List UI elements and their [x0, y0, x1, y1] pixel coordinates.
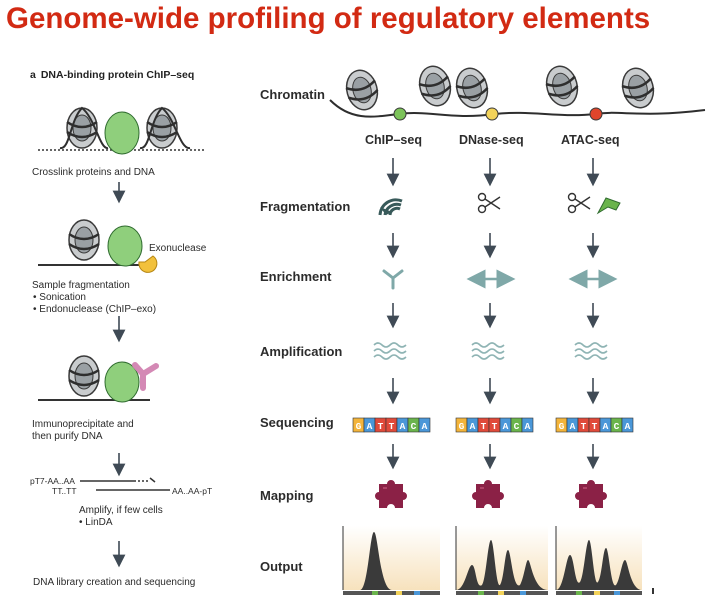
row-label-sequencing: Sequencing	[260, 415, 334, 430]
panel-letter: a	[30, 69, 36, 81]
protein-blob	[107, 225, 143, 267]
sequence-base-letter: A	[470, 421, 476, 432]
sequence-base-letter: A	[603, 421, 609, 432]
panel-a-heading: a DNA-binding protein ChIP–seq	[30, 69, 194, 81]
output-plot-dnase	[455, 526, 548, 595]
protein-blob	[104, 361, 140, 403]
sequence-base-letter: T	[492, 421, 498, 432]
step-immunoprecipitate-label-1: Immunoprecipitate and	[32, 419, 134, 430]
sequence-base-letter: T	[389, 421, 395, 432]
sequence-base-letter: A	[570, 421, 576, 432]
method-label-dnase-seq: DNase-seq	[459, 133, 524, 147]
puzzle-icon	[471, 479, 505, 509]
sequence-base-letter: T	[378, 421, 384, 432]
antibody-y-icon	[132, 362, 159, 391]
step-fragmentation-label: Sample fragmentation	[32, 280, 130, 291]
wavy-lines-icon	[373, 342, 407, 360]
sequence-base-letter: A	[503, 421, 509, 432]
method-label-atac-seq: ATAC-seq	[561, 133, 620, 147]
exonuclease-icon	[138, 255, 158, 273]
panel-a-step3	[38, 354, 159, 403]
panel-a-title: DNA-binding protein ChIP–seq	[40, 69, 195, 81]
row-label-enrichment: Enrichment	[260, 269, 332, 284]
sonication-label: • Sonication	[33, 292, 86, 303]
pt7-top-label: pT7-AA..AA	[30, 476, 75, 486]
pt7-bottom-label: TT..TT	[52, 486, 77, 496]
sonication-waves-icon	[378, 198, 403, 216]
output-plot-chip	[342, 526, 440, 595]
sequence-base-letter: A	[400, 421, 406, 432]
puzzle-icon	[574, 479, 608, 509]
flow-arrows	[386, 158, 600, 470]
step-crosslink-label: Crosslink proteins and DNA	[32, 167, 155, 178]
row-label-fragmentation: Fragmentation	[260, 199, 351, 214]
row-label-output: Output	[260, 559, 303, 574]
sequence-base-letter: A	[367, 421, 373, 432]
pt7-right-label: AA..AA-pT	[172, 486, 213, 496]
panel-a-step4	[80, 477, 170, 491]
antibody-y-icon	[382, 269, 404, 290]
sequence-base-letter: C	[514, 421, 520, 432]
output-plot-atac	[555, 526, 654, 595]
sequence-base-letter: A	[625, 421, 631, 432]
sequence-base-letter: T	[592, 421, 598, 432]
chromatin-strip	[329, 61, 706, 121]
wavy-lines-icon	[574, 342, 608, 360]
sequence-base-letter: C	[411, 421, 417, 432]
page-title: Genome-wide profiling of regulatory elem…	[6, 2, 651, 35]
row-label-amplification: Amplification	[260, 344, 343, 359]
panel-a-step2	[38, 218, 158, 273]
panel-a-step1	[38, 106, 205, 155]
transposase-icon	[596, 197, 621, 215]
method-label-chip-seq: ChIP–seq	[365, 133, 422, 147]
scissors-icon	[477, 192, 501, 214]
step-immunoprecipitate-label-2: then purify DNA	[32, 431, 103, 442]
sequence-base-letter: C	[614, 421, 620, 432]
atac-binding-dot	[589, 107, 603, 121]
lindA-label: • LinDA	[79, 517, 113, 528]
sequence-base-box	[621, 417, 634, 433]
sequence-base-letter: T	[581, 421, 587, 432]
sequence-base-box	[521, 417, 534, 433]
step-amplify-label: Amplify, if few cells	[79, 505, 163, 516]
sequence-base-letter: G	[356, 421, 362, 432]
row-label-chromatin: Chromatin	[260, 87, 325, 102]
exonuclease-label: Exonuclease	[149, 243, 207, 254]
protein-blob	[104, 111, 140, 155]
puzzle-icon	[374, 479, 408, 509]
dnase-binding-dot	[485, 107, 499, 121]
chip-binding-dot	[393, 107, 407, 121]
sequence-base-letter: A	[525, 421, 531, 432]
scissors-icon	[567, 192, 591, 214]
sequence-base-letter: T	[481, 421, 487, 432]
sequence-base-box	[418, 417, 431, 433]
sequence-base-letter: A	[422, 421, 428, 432]
step-library-label: DNA library creation and sequencing	[33, 577, 196, 588]
row-label-mapping: Mapping	[260, 488, 314, 503]
sequence-base-letter: G	[459, 421, 465, 432]
endonuclease-label: • Endonuclease (ChIP–exo)	[33, 304, 157, 315]
wavy-lines-icon	[471, 342, 505, 360]
sequence-base-letter: G	[559, 421, 565, 432]
